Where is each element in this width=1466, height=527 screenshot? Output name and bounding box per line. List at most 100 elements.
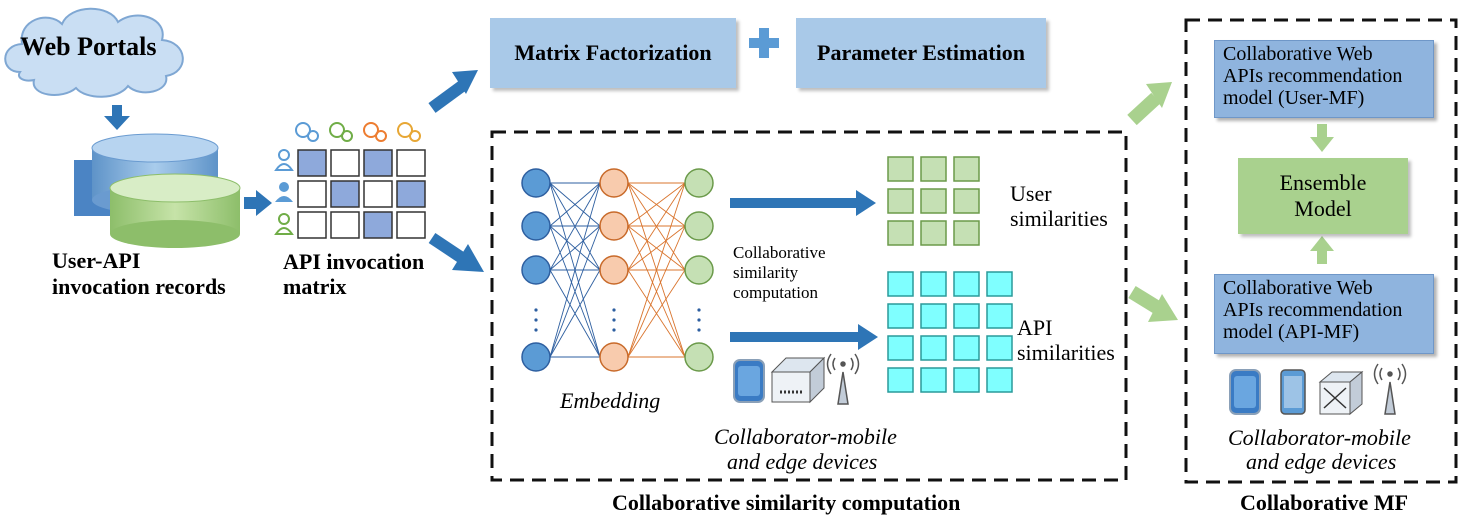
network-node bbox=[599, 168, 629, 198]
arrow-to-similarity bbox=[428, 233, 484, 272]
database-icon bbox=[74, 133, 241, 248]
api-similarity-grid bbox=[887, 271, 1013, 393]
similarity-cell bbox=[920, 303, 947, 329]
arrow-cloud-to-db bbox=[104, 105, 130, 130]
similarity-section-border bbox=[490, 130, 1128, 482]
collab-sim-label-2: similarity bbox=[733, 263, 799, 282]
user-similarities-label-1: User bbox=[1010, 181, 1052, 206]
network-node bbox=[684, 211, 714, 241]
mf-section-border bbox=[1184, 18, 1458, 484]
ellipsis-dot bbox=[612, 318, 616, 322]
user-mf-box: Collaborative Web APIs recommendation mo… bbox=[1214, 40, 1434, 118]
antenna-icon bbox=[826, 353, 860, 405]
ellipsis-dot bbox=[612, 308, 616, 312]
user-mf-line-3: model (User-MF) bbox=[1223, 87, 1365, 109]
router-icon bbox=[770, 356, 826, 404]
network-node bbox=[684, 255, 714, 285]
cloud-icon bbox=[4, 7, 184, 98]
network-edge bbox=[549, 225, 601, 271]
network-node bbox=[684, 342, 714, 372]
arrow-to-matrix-factorization bbox=[428, 70, 478, 113]
similarity-cell bbox=[920, 188, 947, 214]
switch-icon bbox=[1318, 370, 1364, 416]
web-portals-label: Web Portals bbox=[20, 32, 157, 61]
network-edge bbox=[549, 182, 601, 358]
ellipsis-dot bbox=[612, 328, 616, 332]
ellipsis-dot bbox=[534, 318, 538, 322]
records-label-2: invocation records bbox=[52, 274, 226, 299]
network-edge bbox=[627, 182, 686, 358]
ellipsis-dot bbox=[697, 328, 701, 332]
user-similarities-label-2: similarities bbox=[1010, 206, 1108, 231]
sim-devices-label-2: and edge devices bbox=[727, 449, 878, 474]
ellipsis-dot bbox=[697, 308, 701, 312]
matrix-label-1: API invocation bbox=[283, 249, 425, 274]
arrow-api-mf-to-ensemble bbox=[1310, 236, 1334, 264]
embedding-label: Embedding bbox=[560, 388, 661, 413]
network-edge bbox=[549, 269, 601, 358]
ensemble-model-box: Ensemble Model bbox=[1238, 158, 1408, 234]
similarity-section-title: Collaborative similarity computation bbox=[612, 490, 961, 515]
plus-icon bbox=[749, 28, 779, 58]
ellipsis-dot bbox=[534, 328, 538, 332]
network-edge bbox=[549, 182, 601, 271]
network-node bbox=[521, 342, 551, 372]
api-mf-line-2: APIs recommendation bbox=[1223, 299, 1403, 321]
network-edge bbox=[627, 182, 686, 227]
gear-icon bbox=[295, 122, 421, 142]
phone-icon bbox=[733, 359, 765, 403]
similarity-cell bbox=[920, 220, 947, 246]
collab-sim-label-3: computation bbox=[733, 283, 818, 302]
similarity-cell bbox=[887, 303, 914, 329]
api-similarities-label-2: similarities bbox=[1017, 340, 1115, 365]
user-icon bbox=[274, 149, 294, 235]
network-edge bbox=[549, 182, 601, 227]
similarity-cell bbox=[986, 335, 1013, 361]
arrow-user-mf-to-ensemble bbox=[1310, 124, 1334, 152]
parameter-estimation-box: Parameter Estimation bbox=[796, 18, 1046, 88]
similarity-cell bbox=[986, 271, 1013, 297]
similarity-cell bbox=[887, 271, 914, 297]
similarity-cell bbox=[953, 220, 980, 246]
similarity-cell bbox=[986, 303, 1013, 329]
api-mf-line-1: Collaborative Web bbox=[1223, 277, 1373, 299]
mf-devices-label-2: and edge devices bbox=[1246, 449, 1397, 474]
user-similarity-grid bbox=[887, 156, 980, 246]
similarity-cell bbox=[920, 156, 947, 182]
network-edge bbox=[627, 225, 686, 358]
matrix-label-2: matrix bbox=[283, 274, 347, 299]
similarity-cell bbox=[953, 156, 980, 182]
similarity-cell bbox=[887, 367, 914, 393]
arrow-to-api-mf bbox=[1128, 286, 1178, 322]
phone-icon bbox=[1280, 369, 1306, 415]
mf-section-title: Collaborative MF bbox=[1240, 490, 1409, 515]
network-edge bbox=[627, 225, 686, 271]
phone-icon bbox=[1229, 369, 1261, 415]
network-node bbox=[599, 211, 629, 241]
similarity-cell bbox=[953, 367, 980, 393]
arrow-to-api-similarities bbox=[730, 324, 878, 350]
network-edge bbox=[627, 269, 686, 358]
similarity-cell bbox=[920, 271, 947, 297]
api-mf-box: Collaborative Web APIs recommendation mo… bbox=[1214, 274, 1434, 354]
api-similarities-label-1: API bbox=[1017, 315, 1053, 340]
network-node bbox=[599, 255, 629, 285]
network-node bbox=[521, 211, 551, 241]
arrow-to-user-similarities bbox=[730, 190, 876, 216]
network-node bbox=[684, 168, 714, 198]
network-node bbox=[521, 168, 551, 198]
arrow-db-to-matrix bbox=[244, 190, 272, 216]
embedding-network bbox=[521, 168, 714, 372]
sim-devices-label-1: Collaborator-mobile bbox=[714, 424, 897, 449]
similarity-cell bbox=[887, 188, 914, 214]
api-mf-line-3: model (API-MF) bbox=[1223, 321, 1360, 343]
similarity-cell bbox=[953, 188, 980, 214]
collab-sim-label-1: Collaborative bbox=[733, 243, 826, 262]
similarity-cell bbox=[920, 335, 947, 361]
mf-devices-label-1: Collaborator-mobile bbox=[1228, 425, 1411, 450]
similarity-cell bbox=[953, 335, 980, 361]
similarity-cell bbox=[887, 335, 914, 361]
records-label-1: User-API bbox=[52, 248, 141, 273]
user-mf-line-1: Collaborative Web bbox=[1223, 43, 1373, 65]
